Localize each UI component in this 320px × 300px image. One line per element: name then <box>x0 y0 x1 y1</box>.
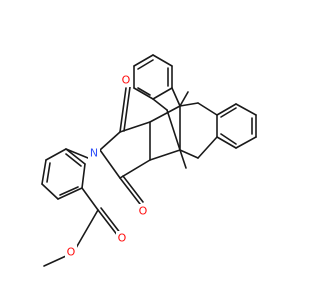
right-benzene-inner-bond <box>220 107 237 118</box>
bridge-bond <box>197 136 218 159</box>
bridge-bond <box>149 149 181 161</box>
right-benzene-inner-bond <box>220 133 237 145</box>
aryl-ring-bond <box>65 148 86 165</box>
aryl-ring-bond <box>81 163 86 189</box>
aryl-ring-inner-bond <box>46 162 51 183</box>
aryl-ring-bond <box>45 148 67 161</box>
atom-o-ester-ether: O <box>65 245 77 259</box>
atom-o-top-label: O <box>122 74 131 87</box>
aryl-ring-inner-bond <box>65 153 82 167</box>
carbonyl-top-bond <box>119 87 127 133</box>
imide-bond <box>119 159 151 179</box>
bridge-bond <box>197 102 218 116</box>
bridge-bond <box>152 98 168 111</box>
ester-ether-bond <box>75 209 99 249</box>
bridge-bond <box>179 149 199 159</box>
bridge-bond <box>171 87 181 107</box>
right-benzene-bond <box>235 103 257 116</box>
top-benzene-bond <box>133 54 154 67</box>
right-benzene-bond <box>235 136 257 149</box>
atom-o-bottom: O <box>137 204 149 218</box>
aryl-ring-bond <box>41 183 59 200</box>
top-benzene-bond <box>133 87 154 100</box>
bridge-bond <box>166 109 181 151</box>
top-benzene-bond <box>152 54 173 67</box>
ester-carbonyl-double-bond <box>100 207 122 235</box>
aryl-bond-bond <box>65 148 89 159</box>
carbonyl-bottom-double-bond <box>122 175 144 203</box>
carbonyl-top-double-bond <box>123 86 131 132</box>
atom-o-bottom-label: O <box>139 205 148 218</box>
right-benzene-bond <box>216 136 237 149</box>
carbonyl-bottom-bond <box>119 177 141 205</box>
methyl-top-bond <box>179 91 189 107</box>
atom-o-ester-carbonyl: O <box>116 231 128 245</box>
atom-n-imide: N <box>88 146 100 160</box>
atom-o-ester-carbonyl-label: O <box>118 232 127 245</box>
methyl-bottom-bond <box>179 149 187 169</box>
top-benzene-bond <box>152 87 173 100</box>
aryl-ring-inner-bond <box>59 186 79 196</box>
imide-bond <box>99 131 121 151</box>
atom-n-imide-label: N <box>90 147 98 160</box>
aryl-ring-bond <box>57 187 83 200</box>
ester-methyl-bond <box>43 255 67 267</box>
top-benzene-inner-bond <box>137 59 154 70</box>
atom-o-ester-ether-label: O <box>67 246 76 259</box>
structure-svg: O O N O O <box>41 54 257 267</box>
bridge-bond <box>179 102 199 107</box>
bonds-layer <box>41 54 257 267</box>
imide-bond <box>99 149 121 179</box>
molecule-diagram: O O N O O <box>41 54 257 267</box>
top-benzene-inner-bond <box>137 87 151 96</box>
aryl-ring-bond <box>41 159 47 185</box>
bridge-bond <box>149 105 181 123</box>
imide-bond <box>119 121 151 133</box>
atom-o-top: O <box>120 73 132 87</box>
ester-bond <box>81 187 99 211</box>
right-benzene-bond <box>216 103 237 116</box>
atom-labels-layer: O O N O O <box>65 73 149 259</box>
ester-carbonyl-bond <box>97 209 119 237</box>
